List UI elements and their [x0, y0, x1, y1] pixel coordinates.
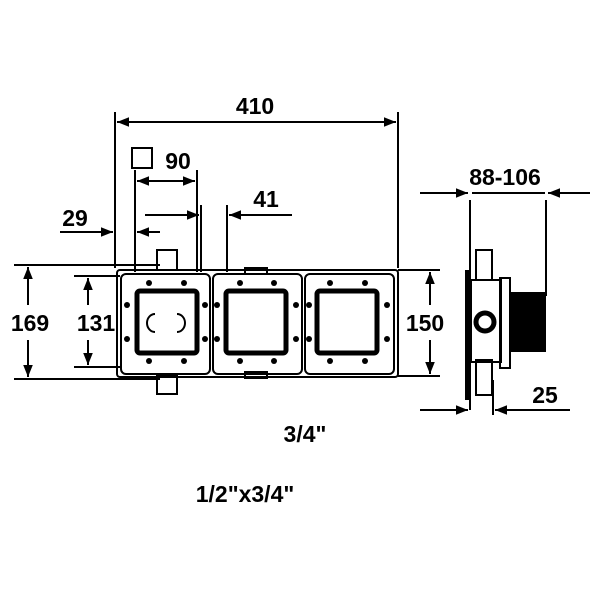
- dimension-169: 169: [11, 264, 160, 380]
- module-2: [212, 273, 303, 375]
- reducer-size-label: 1/2"x3/4": [196, 481, 295, 507]
- side-view: 88-106 25: [420, 164, 590, 415]
- dimension-29: 29: [60, 205, 160, 237]
- top-pipe: [156, 249, 178, 271]
- dim-label-131: 131: [77, 310, 116, 336]
- dim-label-150: 150: [406, 310, 444, 336]
- dimension-90: 90: [131, 147, 198, 272]
- valve-opening-3: [314, 288, 380, 356]
- dim-label-25: 25: [532, 382, 558, 408]
- valve-cartridge-icon: [146, 313, 186, 333]
- dimension-150: 150: [398, 269, 444, 377]
- dim-label-90: 90: [165, 148, 191, 174]
- dimension-131: 131: [74, 275, 120, 368]
- valve-opening-2: [223, 288, 289, 356]
- mounting-holes: [124, 280, 390, 364]
- dim-label-41: 41: [253, 186, 279, 212]
- connection-size-label: 3/4": [284, 421, 327, 447]
- dim-label-29: 29: [62, 205, 88, 231]
- dim-label-88-106: 88-106: [469, 164, 541, 190]
- valve-opening-1: [134, 288, 200, 356]
- dimension-410: 410: [114, 93, 399, 268]
- module-3: [304, 273, 395, 375]
- dimension-41: 41: [145, 186, 292, 272]
- square-symbol-icon: [131, 147, 153, 169]
- module-1: [120, 273, 211, 375]
- dim-label-410: 410: [236, 93, 274, 119]
- dim-label-169: 169: [11, 310, 49, 336]
- front-view-body: [116, 249, 399, 395]
